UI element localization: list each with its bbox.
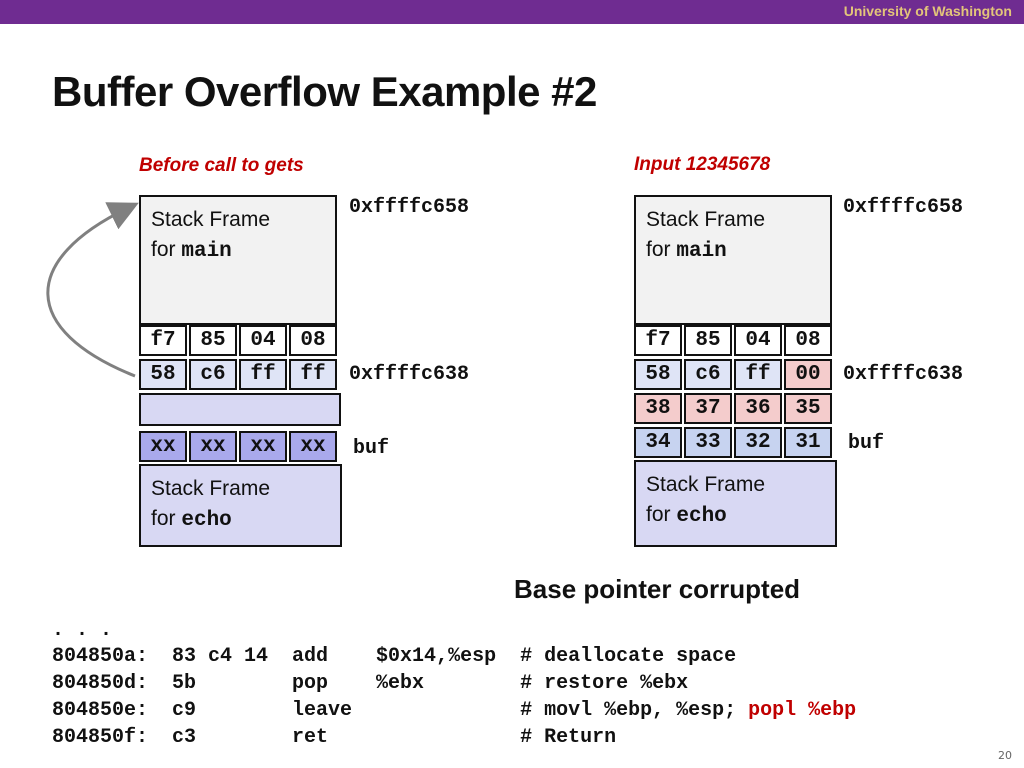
left-frame-main: Stack Frame for main: [139, 195, 337, 325]
right-buf-label: buf: [848, 432, 885, 455]
left-row-1: f7 85 04 08: [139, 325, 341, 358]
university-name: University of Washington: [843, 3, 1012, 19]
byte-cell: 04: [734, 325, 782, 356]
frame-label: Stack Frame: [646, 473, 766, 496]
left-addr-mid: 0xffffc638: [349, 363, 470, 386]
right-addr-mid: 0xffffc638: [843, 363, 964, 386]
frame-func-name: echo: [181, 509, 232, 532]
corrupted-byte-cell: 00: [784, 359, 832, 390]
subheading: Base pointer corrupted: [514, 574, 801, 604]
frame-for: for main: [151, 238, 232, 263]
right-row-3: 38 37 36 35: [634, 393, 836, 426]
byte-cell: ff: [734, 359, 782, 390]
byte-cell: xx: [239, 431, 287, 462]
frame-for: for echo: [151, 507, 232, 532]
code-line-2: 804850d: 5b pop %ebx # restore %ebx: [52, 672, 689, 695]
left-caption: Before call to gets: [139, 155, 304, 176]
code-line-0: . . .: [52, 619, 113, 642]
code-line-4: 804850f: c3 ret # Return: [52, 726, 617, 749]
byte-cell: 31: [784, 427, 832, 458]
byte-cell: 85: [189, 325, 237, 356]
frame-func-name: main: [676, 240, 727, 263]
byte-cell: ff: [239, 359, 287, 390]
corrupted-byte-cell: 37: [684, 393, 732, 424]
byte-cell: 08: [289, 325, 337, 356]
byte-cell: 32: [734, 427, 782, 458]
code-line-3: 804850e: c9 leave # movl %ebp, %esp; pop…: [52, 699, 857, 722]
frame-label: Stack Frame: [646, 208, 766, 231]
left-row-buf: xx xx xx xx: [139, 431, 341, 464]
byte-cell: 08: [784, 325, 832, 356]
frame-func-name: main: [181, 240, 232, 263]
byte-cell: f7: [139, 325, 187, 356]
corrupted-byte-cell: 35: [784, 393, 832, 424]
byte-cell: ff: [289, 359, 337, 390]
byte-cell: c6: [189, 359, 237, 390]
page-number: 20: [998, 749, 1012, 762]
corrupted-byte-cell: 36: [734, 393, 782, 424]
byte-cell: xx: [189, 431, 237, 462]
corrupted-byte-cell: 38: [634, 393, 682, 424]
byte-cell: 58: [139, 359, 187, 390]
right-row-1: f7 85 04 08: [634, 325, 836, 358]
byte-cell: 85: [684, 325, 732, 356]
right-frame-main: Stack Frame for main: [634, 195, 832, 325]
left-row-2: 58 c6 ff ff: [139, 359, 341, 392]
frame-func-name: echo: [676, 505, 727, 528]
right-frame-echo: Stack Frame for echo: [634, 460, 837, 547]
frame-label: Stack Frame: [151, 477, 271, 500]
left-addr-top: 0xffffc658: [349, 196, 470, 219]
highlight-popl: popl %ebp: [748, 699, 857, 722]
left-empty-row: [139, 393, 341, 426]
byte-cell: c6: [684, 359, 732, 390]
frame-for: for main: [646, 238, 727, 263]
byte-cell: xx: [139, 431, 187, 462]
byte-cell: 58: [634, 359, 682, 390]
slide-title: Buffer Overflow Example #2: [52, 68, 597, 115]
byte-cell: f7: [634, 325, 682, 356]
byte-cell: 34: [634, 427, 682, 458]
right-addr-top: 0xffffc658: [843, 196, 964, 219]
byte-cell: 04: [239, 325, 287, 356]
top-bar: University of Washington: [0, 0, 1024, 24]
left-frame-echo: Stack Frame for echo: [139, 464, 342, 547]
left-buf-label: buf: [353, 437, 390, 460]
byte-cell: 33: [684, 427, 732, 458]
byte-cell: xx: [289, 431, 337, 462]
frame-label: Stack Frame: [151, 208, 271, 231]
right-caption: Input 12345678: [634, 154, 771, 175]
right-row-2: 58 c6 ff 00: [634, 359, 836, 392]
right-row-buf: 34 33 32 31: [634, 427, 836, 460]
frame-for: for echo: [646, 503, 727, 528]
code-line-1: 804850a: 83 c4 14 add $0x14,%esp # deall…: [52, 645, 737, 668]
